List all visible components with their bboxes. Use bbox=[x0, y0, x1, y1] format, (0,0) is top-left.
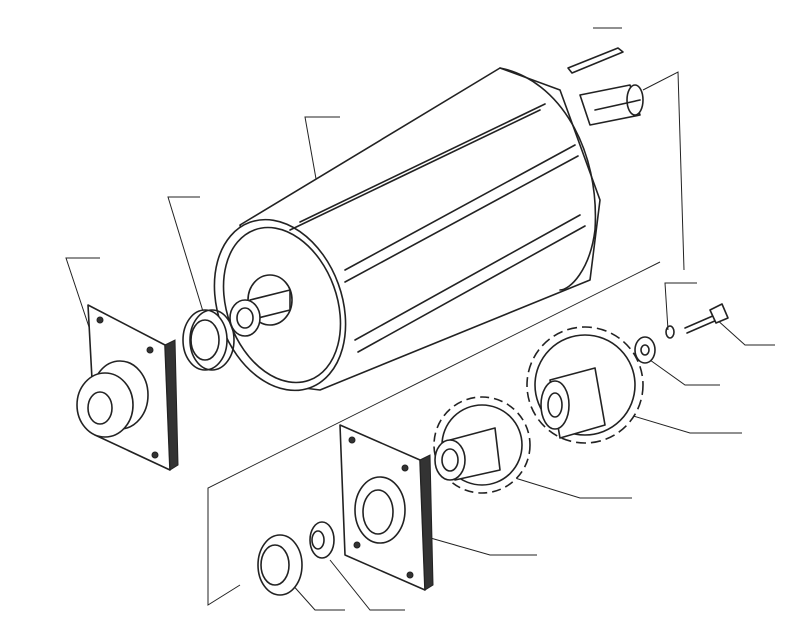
leader-bearing-lower bbox=[289, 581, 345, 611]
bushing-lower-part bbox=[309, 521, 335, 559]
leader-flange-left bbox=[65, 257, 100, 346]
bolt-hole bbox=[401, 464, 409, 472]
sprocket-large-part bbox=[526, 326, 644, 444]
bolt-hole bbox=[146, 346, 154, 354]
bolt-hole bbox=[353, 541, 361, 549]
leader-bolt bbox=[714, 317, 775, 346]
leader-washer bbox=[649, 359, 720, 386]
bolt-hole bbox=[406, 571, 414, 579]
drum-slot bbox=[354, 214, 586, 353]
drum-slot bbox=[289, 103, 546, 231]
leader-sprocket-large bbox=[629, 414, 742, 434]
bolt-hole bbox=[151, 451, 159, 459]
leader-lines bbox=[65, 27, 775, 611]
shaft-part bbox=[229, 84, 644, 337]
drum-part bbox=[213, 67, 644, 392]
bracket-line bbox=[207, 261, 661, 606]
flange-right-part bbox=[339, 424, 434, 591]
sprocket-small-part bbox=[433, 396, 531, 494]
flange-left-part bbox=[76, 304, 179, 471]
bolt-hole bbox=[96, 316, 104, 324]
leader-bushing-lower bbox=[329, 559, 405, 611]
washer-part bbox=[634, 336, 656, 364]
leader-shaft bbox=[642, 71, 685, 271]
washer-small-part bbox=[665, 325, 675, 339]
leader-sprocket-small bbox=[514, 477, 632, 499]
bearing-lower-part bbox=[257, 534, 303, 596]
fasteners bbox=[634, 303, 729, 364]
leader-drum bbox=[304, 116, 340, 191]
key-part bbox=[567, 47, 624, 74]
leader-washer-small bbox=[664, 282, 697, 331]
bearing-left-part bbox=[182, 309, 235, 371]
leader-bearing-left bbox=[167, 196, 206, 319]
bolt-part bbox=[684, 303, 729, 334]
drum-slot bbox=[344, 144, 579, 283]
leader-flange-right bbox=[419, 534, 537, 556]
bolt-hole bbox=[348, 436, 356, 444]
